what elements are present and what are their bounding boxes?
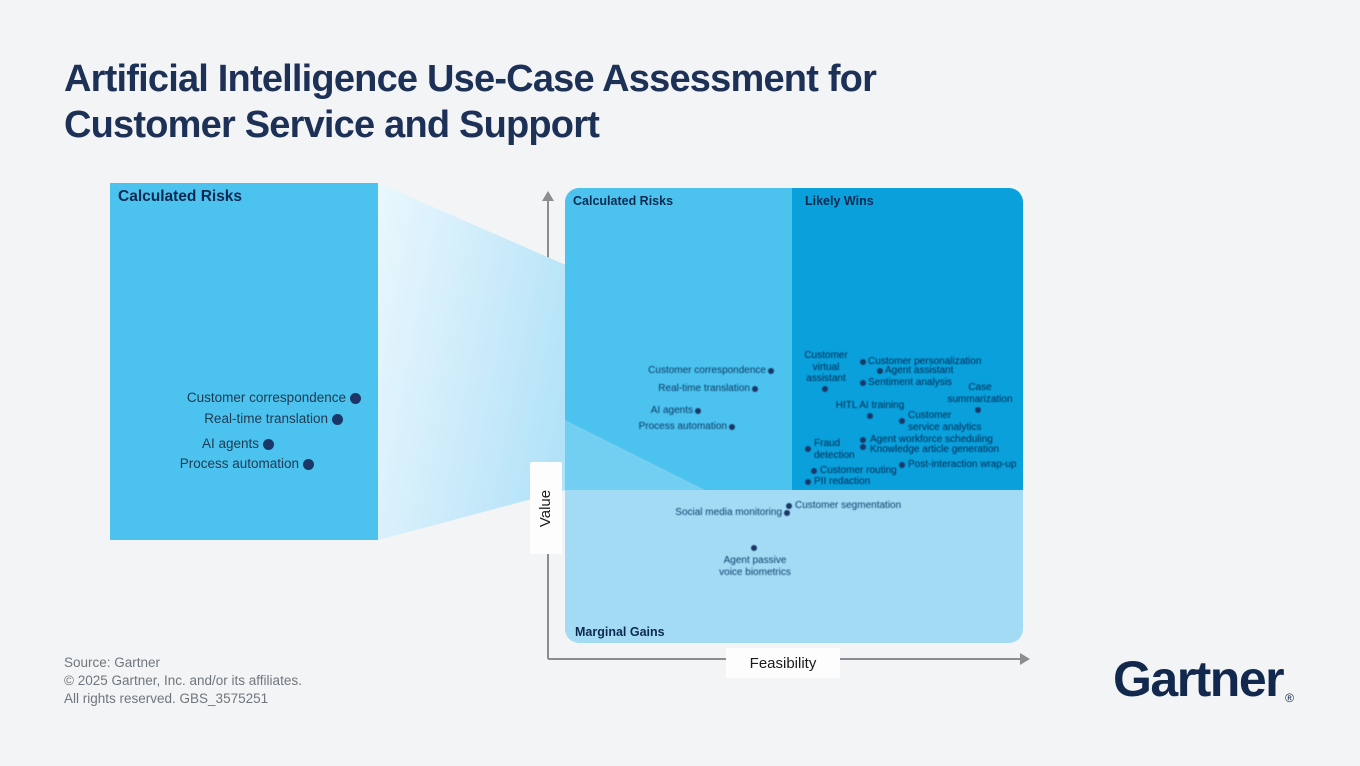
pii-redaction-dot	[805, 478, 812, 485]
fraud-detection-dot	[805, 446, 812, 453]
agent-passive-voice-biometrics-dot	[751, 544, 758, 551]
fraud-detection-label: Fraud detection	[814, 438, 855, 461]
quadrant-label-likely-wins: Likely Wins	[805, 194, 874, 208]
post-interaction-wrap-up-dot	[899, 462, 906, 469]
value-axis-label: Value	[530, 462, 562, 554]
feasibility-axis-label: Feasibility	[726, 648, 840, 678]
footer-copyright: © 2025 Gartner, Inc. and/or its affiliat…	[64, 672, 302, 688]
sentiment-analysis-dot	[860, 380, 867, 387]
customer-routing-dot	[811, 468, 818, 474]
customer-correspondence-label: Customer correspondence	[186, 390, 346, 405]
value-axis-label-text: Value	[537, 489, 555, 527]
pii-redaction-label: PII redaction	[814, 476, 871, 487]
real-time-translation-dot	[752, 386, 759, 393]
process-automation-label: Process automation	[179, 456, 299, 471]
ai-agents-label: AI agents	[650, 405, 693, 416]
agent-workforce-scheduling-label: Agent workforce scheduling	[870, 434, 993, 445]
process-automation-label: Process automation	[638, 421, 727, 432]
agent-workforce-scheduling-dot	[860, 437, 867, 444]
customer-personalization-label: Customer personalization	[868, 356, 982, 367]
page-title: Artificial Intelligence Use-Case Assessm…	[64, 56, 877, 149]
feasibility-axis-arrow-icon	[1020, 653, 1030, 665]
real-time-translation-label: Real-time translation	[658, 383, 750, 394]
process-automation-dot	[729, 423, 736, 430]
customer-correspondence-label: Customer correspondence	[648, 365, 766, 376]
ai-agents-dot	[262, 438, 274, 450]
zoom-panel: Calculated Risks Customer correspondence…	[110, 183, 378, 540]
process-automation-dot	[302, 458, 314, 470]
real-time-translation-label: Real-time translation	[204, 411, 328, 426]
knowledge-article-generation-dot	[860, 443, 867, 450]
hitl-ai-training-dot	[867, 412, 874, 419]
registered-mark-icon: ®	[1285, 691, 1294, 705]
quadrant-marginal-gains	[565, 490, 1023, 643]
hitl-ai-training-label: HITL AI training	[835, 400, 905, 411]
social-media-monitoring-dot	[784, 509, 791, 516]
page-title-line1: Artificial Intelligence Use-Case Assessm…	[64, 58, 877, 100]
gartner-logo: Gartner®	[1113, 650, 1294, 708]
customer-virtual-assistant-label: Customer virtual assistant	[804, 350, 848, 384]
footer: Source: Gartner © 2025 Gartner, Inc. and…	[64, 654, 302, 708]
footer-rights: All rights reserved. GBS_3575251	[64, 690, 269, 706]
knowledge-article-generation-label: Knowledge article generation	[870, 444, 999, 455]
quadrant-label-calculated-risks: Calculated Risks	[573, 194, 674, 208]
customer-service-analytics-dot	[899, 417, 906, 424]
quadrant-label-marginal-gains: Marginal Gains	[575, 625, 665, 639]
quadrant-likely-wins	[792, 188, 1023, 490]
customer-routing-label: Customer routing	[820, 465, 897, 476]
ai-agents-label: AI agents	[201, 436, 259, 451]
customer-segmentation-dot	[785, 503, 792, 510]
agent-passive-voice-biometrics-label: Agent passive voice biometrics	[719, 555, 791, 578]
quadrant-calculated-risks	[565, 188, 792, 490]
customer-personalization-dot	[860, 358, 867, 365]
customer-virtual-assistant-dot	[822, 386, 829, 393]
customer-correspondence-dot	[349, 392, 361, 404]
feasibility-axis-label-text: Feasibility	[749, 654, 817, 672]
ai-agents-dot	[694, 407, 701, 414]
sentiment-analysis-label: Sentiment analysis	[868, 377, 952, 388]
post-interaction-wrap-up-label: Post-interaction wrap-up	[908, 459, 1017, 470]
customer-service-analytics-label: Customer service analytics	[908, 410, 982, 433]
case-summarization-label: Case summarization	[947, 382, 1013, 405]
social-media-monitoring-label: Social media monitoring	[675, 507, 782, 518]
real-time-translation-dot	[331, 413, 343, 425]
customer-correspondence-dot	[768, 367, 775, 374]
zoom-panel-title: Calculated Risks	[118, 188, 243, 205]
agent-assistant-label: Agent assistant	[885, 365, 954, 376]
quadrant-chart: Calculated Risks Likely Wins Marginal Ga…	[565, 188, 1023, 643]
footer-source: Source: Gartner	[64, 655, 161, 670]
agent-assistant-dot	[877, 367, 884, 374]
value-axis-arrow-icon	[542, 191, 554, 201]
case-summarization-dot	[975, 407, 982, 414]
gartner-logo-text: Gartner	[1113, 651, 1285, 707]
customer-segmentation-label: Customer segmentation	[795, 500, 902, 511]
page-title-line2: Customer Service and Support	[64, 104, 600, 147]
